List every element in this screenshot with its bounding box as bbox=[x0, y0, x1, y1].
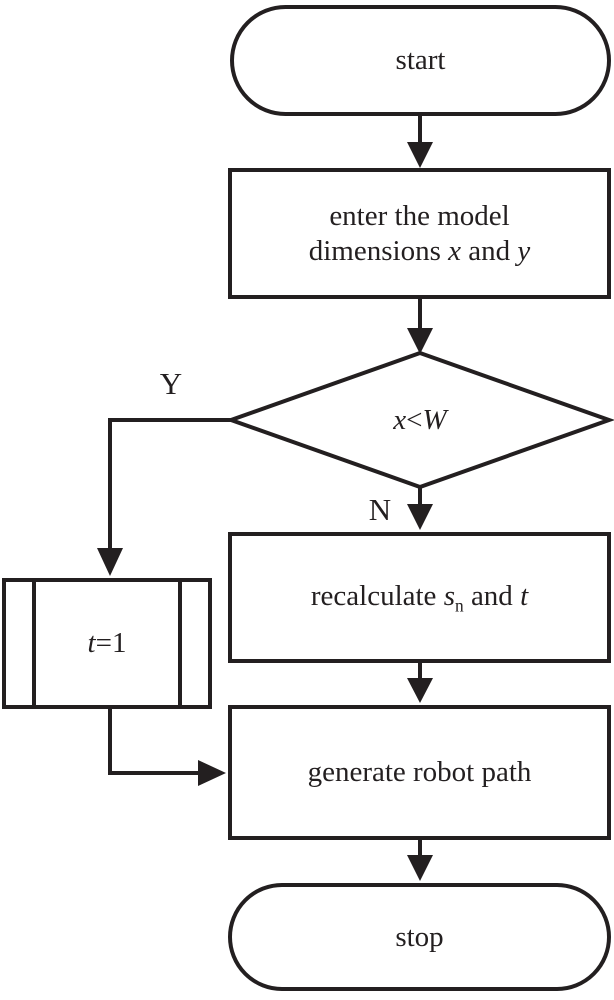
preset-inner-line-left bbox=[32, 578, 36, 709]
arrow-yes-branch-line bbox=[108, 418, 231, 550]
arrow-preset-to-generate-head bbox=[198, 760, 226, 786]
arrow-yes-branch-head bbox=[97, 548, 123, 576]
enter-line2: dimensions x and y bbox=[308, 234, 531, 267]
arrow-preset-to-generate-line bbox=[108, 707, 200, 775]
arrow-no-branch-head bbox=[407, 504, 433, 530]
arrow-start-to-enter-head bbox=[407, 142, 433, 168]
node-stop: stop bbox=[228, 883, 611, 991]
stop-label: stop bbox=[395, 920, 444, 953]
preset-label: t=1 bbox=[87, 627, 127, 660]
arrow-generate-to-stop-head bbox=[407, 855, 433, 881]
node-start: start bbox=[230, 5, 611, 116]
generate-label: generate robot path bbox=[307, 756, 532, 789]
node-recalculate: recalculate sn and t bbox=[228, 532, 611, 663]
preset-inner-line-right bbox=[178, 578, 182, 709]
arrow-enter-to-decision-head bbox=[407, 328, 433, 354]
arrow-recalc-to-generate-head bbox=[407, 678, 433, 703]
start-label: start bbox=[395, 44, 446, 77]
node-generate-path: generate robot path bbox=[228, 705, 611, 840]
node-enter-dimensions: enter the model dimensions x and y bbox=[228, 168, 611, 299]
branch-label-yes: Y bbox=[159, 366, 183, 401]
recalculate-label: recalculate sn and t bbox=[310, 579, 529, 616]
decision-label: x<W bbox=[393, 403, 447, 436]
enter-line1: enter the model bbox=[329, 200, 510, 233]
node-preset-t: t=1 bbox=[2, 578, 212, 709]
branch-label-no: N bbox=[368, 492, 392, 527]
